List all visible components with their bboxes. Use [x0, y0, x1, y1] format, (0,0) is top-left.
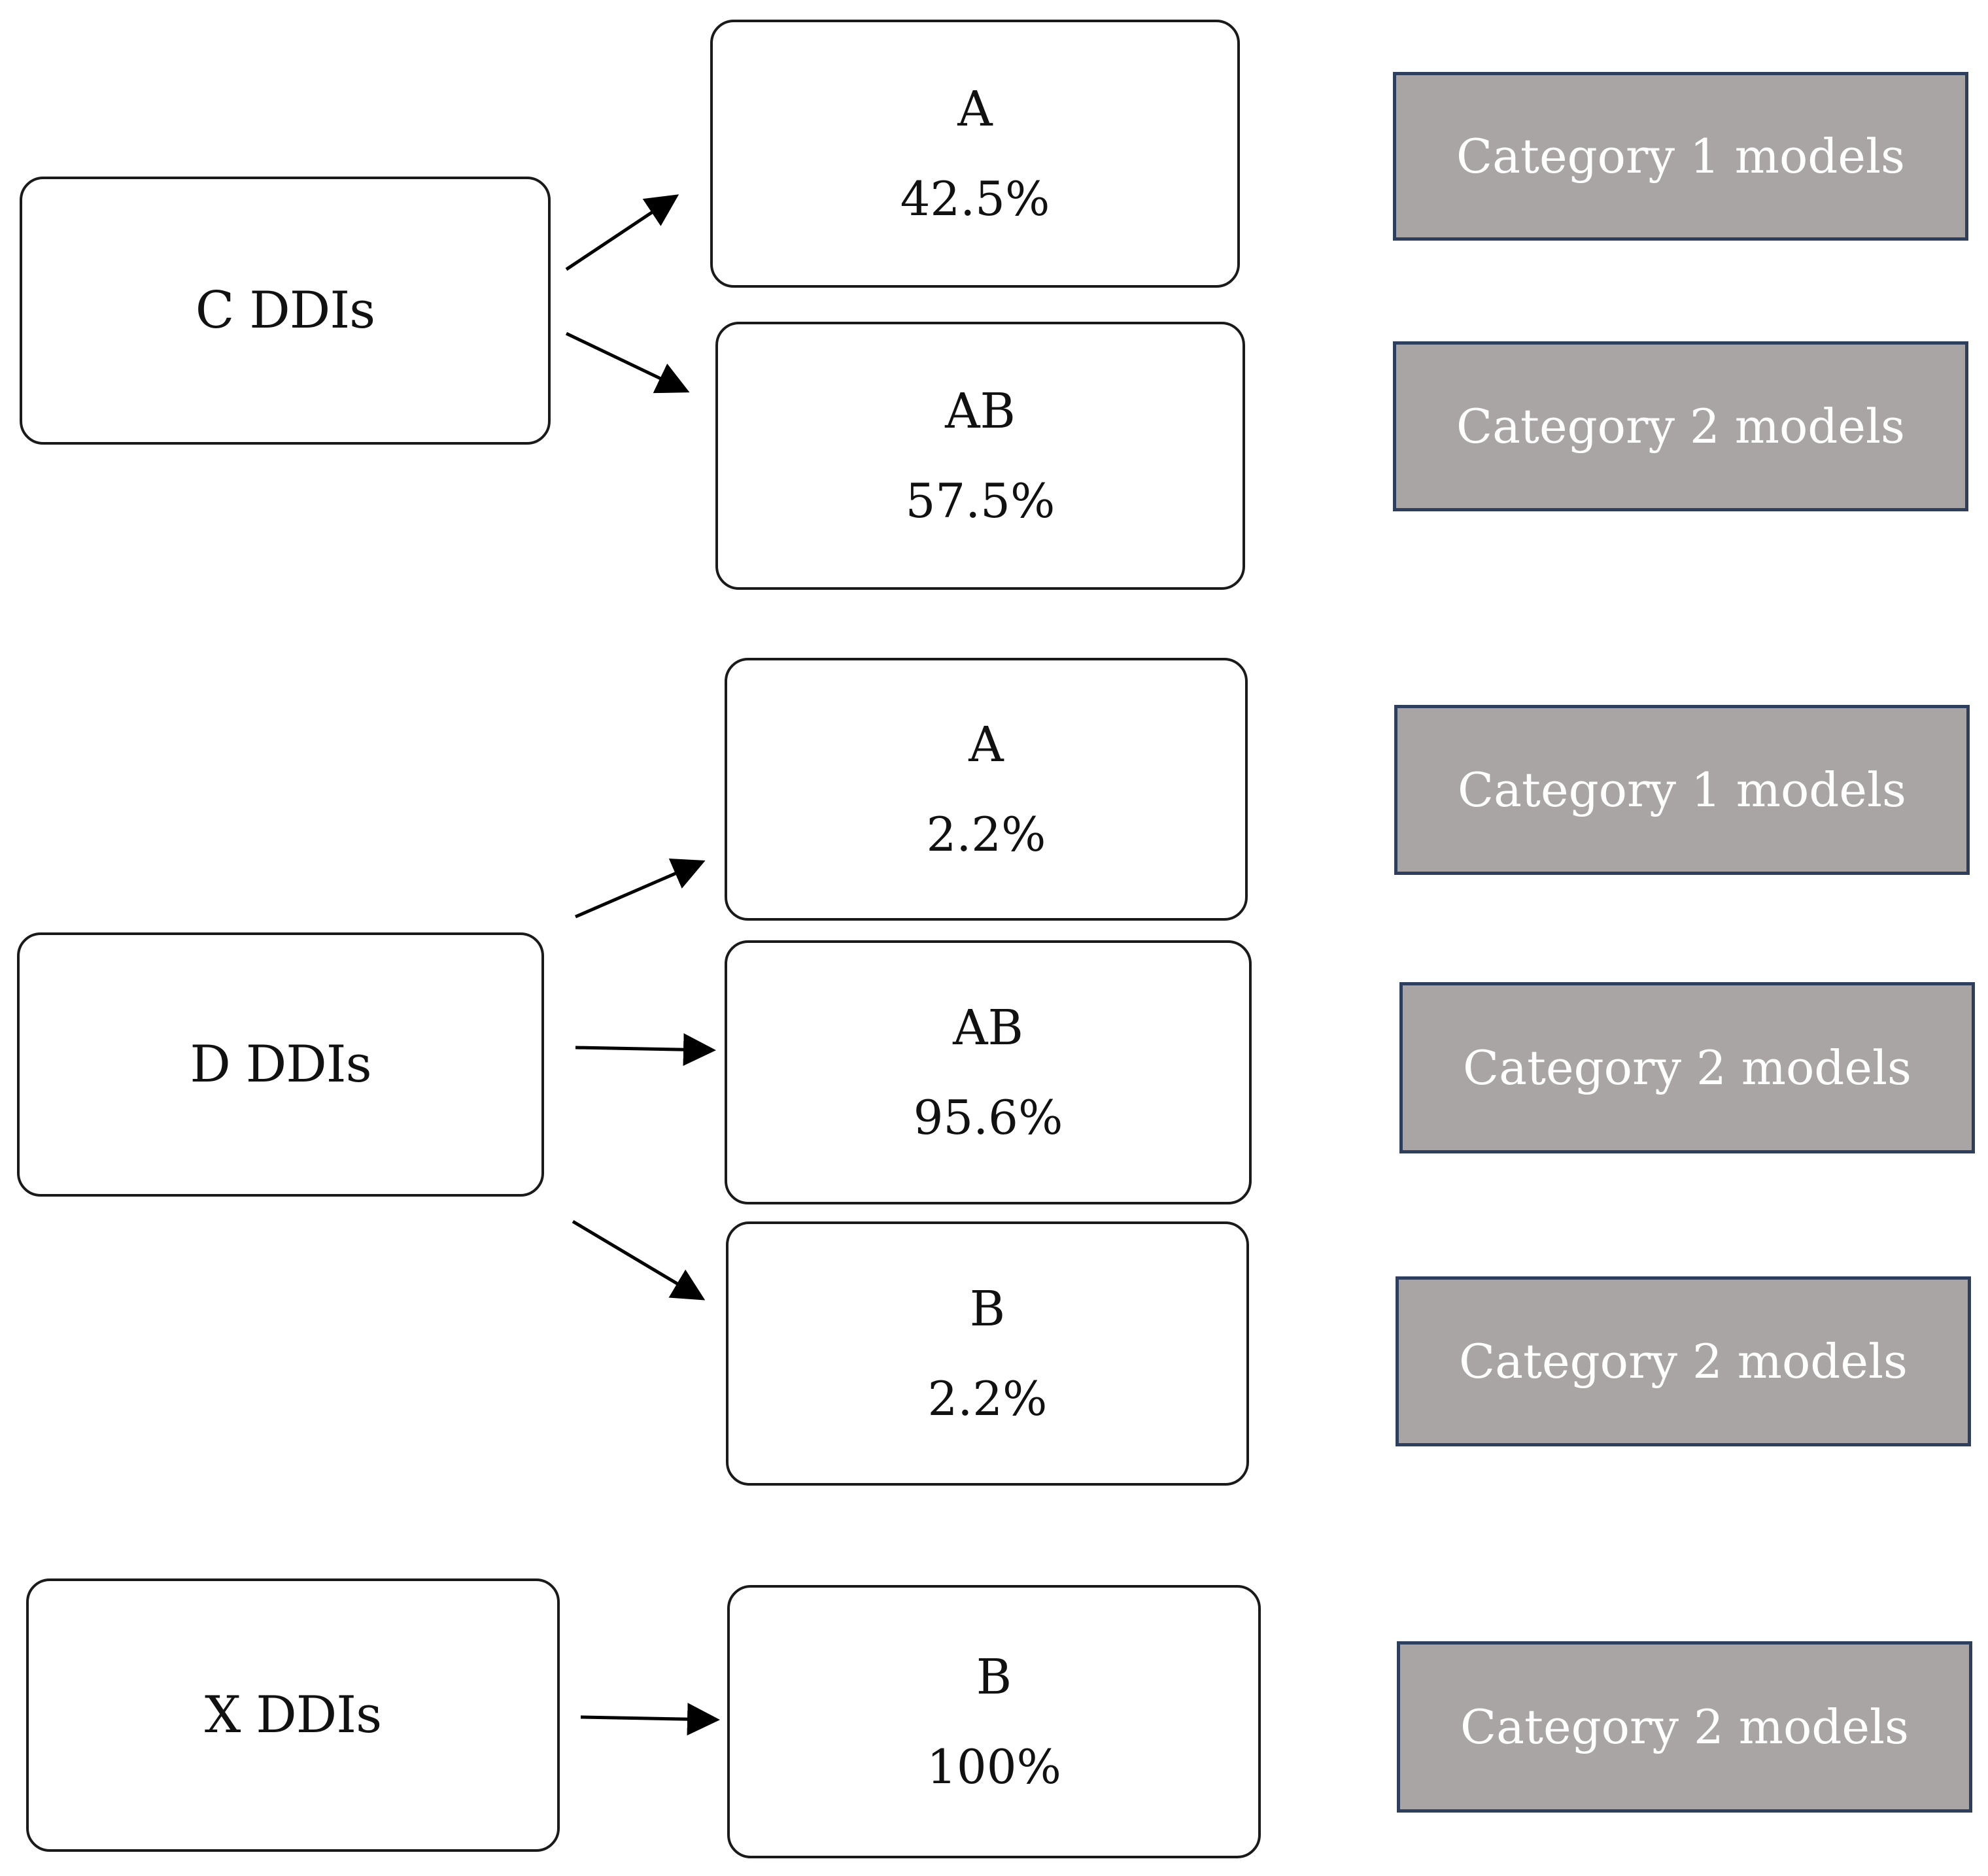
target-letter: AB [953, 1000, 1023, 1056]
target-letter: AB [945, 383, 1016, 439]
source-label: D DDIs [190, 1035, 371, 1094]
source-label: C DDIs [195, 281, 375, 340]
category-label: Category 2 models [1459, 1334, 1908, 1389]
target-box-d-b: B 2.2% [726, 1221, 1249, 1486]
arrow-c-to-a [565, 194, 679, 271]
target-box-d-ab: AB 95.6% [725, 940, 1252, 1204]
target-box-x-b: B 100% [727, 1585, 1261, 1858]
category-label: Category 2 models [1463, 1040, 1911, 1095]
target-percent: 2.2% [926, 807, 1046, 862]
arrow-d-to-ab [575, 1033, 716, 1066]
category-box-c-ab: Category 2 models [1393, 341, 1968, 511]
arrow-d-to-a [575, 858, 706, 919]
target-box-c-a: A 42.5% [710, 20, 1240, 288]
target-box-d-a: A 2.2% [725, 658, 1248, 921]
arrow-c-to-ab [565, 332, 690, 394]
source-box-x-ddis: X DDIs [26, 1578, 560, 1852]
category-box-d-ab: Category 2 models [1399, 982, 1975, 1153]
category-label: Category 1 models [1458, 762, 1906, 817]
target-percent: 42.5% [900, 171, 1050, 226]
category-box-d-a: Category 1 models [1394, 705, 1970, 875]
target-letter: A [957, 81, 993, 137]
source-label: X DDIs [204, 1686, 382, 1745]
target-letter: B [969, 1281, 1006, 1337]
category-label: Category 2 models [1460, 1699, 1909, 1754]
target-box-c-ab: AB 57.5% [715, 322, 1245, 590]
category-box-x-b: Category 2 models [1397, 1641, 1972, 1813]
target-letter: A [968, 717, 1004, 773]
category-box-d-b: Category 2 models [1396, 1276, 1971, 1446]
arrow-x-to-b [580, 1703, 720, 1736]
category-box-c-a: Category 1 models [1393, 72, 1968, 241]
source-box-d-ddis: D DDIs [17, 932, 544, 1197]
target-percent: 57.5% [905, 473, 1055, 528]
target-percent: 2.2% [927, 1371, 1048, 1426]
source-box-c-ddis: C DDIs [20, 177, 551, 445]
category-label: Category 1 models [1456, 129, 1905, 184]
category-label: Category 2 models [1456, 399, 1905, 454]
target-percent: 95.6% [913, 1090, 1063, 1145]
target-letter: B [976, 1649, 1012, 1705]
arrow-d-to-b [572, 1219, 706, 1301]
target-percent: 100% [927, 1739, 1061, 1794]
